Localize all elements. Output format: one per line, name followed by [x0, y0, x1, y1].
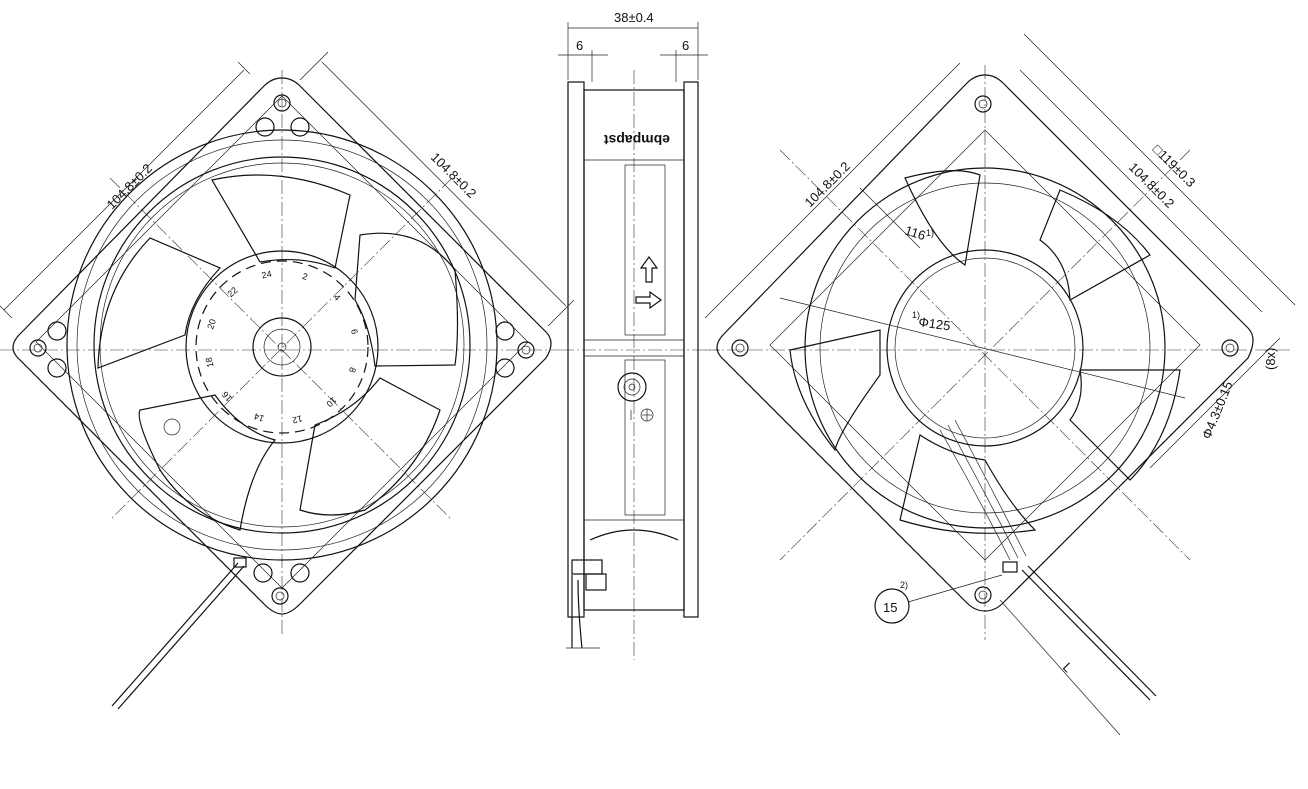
- rear-dim-hole: Φ4.3±0.15: [1199, 379, 1236, 441]
- side-dim-depth: 38±0.4: [614, 10, 654, 25]
- rotor-scale-label: 18: [204, 356, 216, 368]
- rear-blades: [789, 170, 1181, 534]
- airflow-arrow-right-icon: [635, 290, 663, 310]
- rotor-scale-label: 8: [347, 366, 358, 374]
- fan-blades: [97, 174, 459, 531]
- rear-mounting-holes: [731, 95, 1239, 604]
- rotor-scale-label: 20: [205, 318, 218, 331]
- rotor-scale-label: 14: [253, 411, 266, 424]
- mounting-hole-top: [255, 94, 310, 137]
- rear-view: 104.8±0.2 104.8±0.2 □119±0.3 116 1) 1) Φ…: [704, 33, 1296, 736]
- rotor-scale-label: 24: [261, 269, 273, 281]
- callout-note: 2): [900, 580, 908, 590]
- rotor-scale-label: 10: [324, 395, 338, 409]
- rear-dim-116: 116: [903, 223, 927, 244]
- rotor-scale-label: 16: [220, 389, 234, 403]
- rotor-scale-label: 22: [225, 285, 239, 299]
- rear-dim-width: 104.8±0.2: [802, 159, 853, 210]
- rotor-scale-label: 6: [349, 328, 360, 335]
- brand-label: ebmpapst: [604, 132, 670, 148]
- rear-dim-dia-note: 1): [912, 310, 920, 320]
- rear-dim-116-note: 1): [926, 228, 934, 238]
- mounting-hole-right: [495, 321, 535, 378]
- airflow-arrow-up-icon: [639, 255, 659, 283]
- rotor-scale-label: 12: [291, 413, 303, 425]
- rear-dim-hole-count: (8x): [1263, 348, 1278, 370]
- rear-dim-dia: Φ125: [918, 314, 952, 333]
- callout-value: 15: [883, 600, 897, 615]
- side-dim-flange-right: 6: [682, 38, 689, 53]
- mounting-hole-left: [29, 321, 67, 378]
- mounting-hole-bottom: [253, 563, 310, 605]
- rotor-scale-label: 4: [332, 292, 343, 302]
- side-dim-flange-left: 6: [576, 38, 583, 53]
- callout: 15 2): [874, 574, 1003, 624]
- rotor-scale-label: 2: [301, 271, 309, 282]
- side-view: ebmpapst 38±0.4 6 6: [558, 10, 720, 660]
- rear-label-L: L: [1060, 660, 1076, 676]
- ground-symbol-icon: [630, 408, 654, 422]
